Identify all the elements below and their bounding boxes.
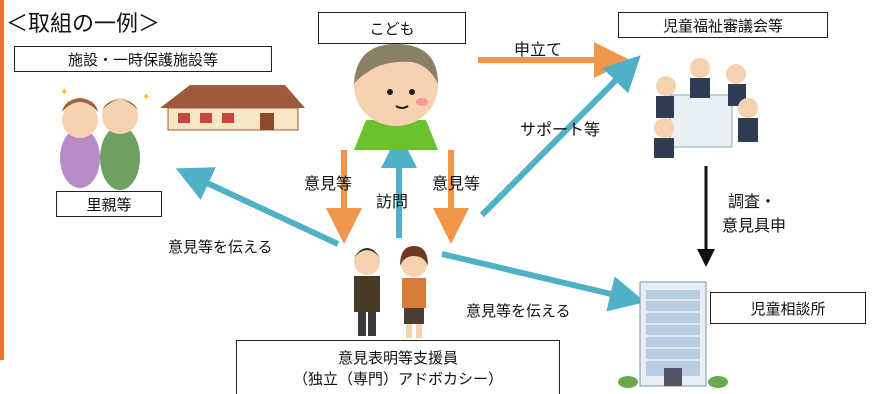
svg-text:✦: ✦ xyxy=(60,87,68,98)
foster-parents-illustration: ✦ ✦ xyxy=(60,87,150,190)
house-illustration xyxy=(160,85,305,131)
advocate-label-line1: 意見表明等支援員 xyxy=(337,348,458,367)
investigate-label-line1: 調査・ xyxy=(728,192,777,211)
consultation-label: 児童相談所 xyxy=(750,299,826,318)
petition-label: 申立て xyxy=(514,40,563,59)
advocates-illustration xyxy=(354,246,428,338)
convey-foster-label: 意見等を伝える xyxy=(168,238,273,256)
svg-text:✦: ✦ xyxy=(142,92,150,103)
convey-center-label: 意見等を伝える xyxy=(466,302,571,320)
advocate-label-line2: （独立（専門）アドボカシー） xyxy=(292,369,503,388)
advocate-box: 意見表明等支援員 （独立（専門）アドボカシー） xyxy=(236,340,560,394)
building-illustration xyxy=(618,281,728,388)
investigate-label-line2: 意見具申 xyxy=(722,216,787,235)
convey-center-arrow xyxy=(441,251,646,312)
council-label: 児童福祉審議会等 xyxy=(662,16,783,35)
consultation-box: 児童相談所 xyxy=(710,292,866,324)
council-box: 児童福祉審議会等 xyxy=(618,12,828,38)
child-label: こども xyxy=(369,19,415,38)
council-meeting-illustration xyxy=(654,58,758,158)
facility-label: 施設・一時保護施設等 xyxy=(67,50,218,69)
diagram-title: ＜取組の一例＞ xyxy=(6,12,161,37)
opinion-left-label: 意見等 xyxy=(304,174,353,193)
facility-box: 施設・一時保護施設等 xyxy=(14,46,272,72)
convey-foster-arrow xyxy=(175,167,340,247)
foster-label: 里親等 xyxy=(86,195,132,214)
foster-box: 里親等 xyxy=(56,191,162,217)
child-illustration xyxy=(354,44,438,150)
support-label: サポート等 xyxy=(520,120,601,139)
left-accent-bar xyxy=(0,0,4,360)
support-arrow xyxy=(479,55,641,218)
child-box: こども xyxy=(318,12,466,44)
opinion-right-label: 意見等 xyxy=(432,174,481,193)
visit-label: 訪問 xyxy=(376,192,409,211)
